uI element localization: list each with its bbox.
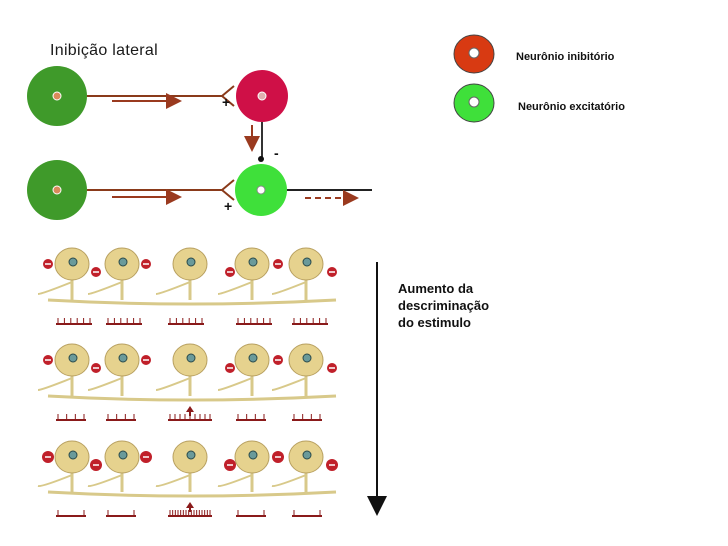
collateral xyxy=(37,474,73,488)
stimulus-discrimination-note: Aumento da descriminação do estimulo xyxy=(398,280,528,331)
plus-sign-bottom: + xyxy=(224,198,232,214)
cell-nucleus xyxy=(186,450,196,460)
network-row-2 xyxy=(37,343,337,421)
cell-nucleus xyxy=(248,450,258,460)
cell-nucleus xyxy=(302,450,312,460)
collateral xyxy=(217,474,253,488)
excitatory-neuron xyxy=(235,164,287,216)
stimulus-arrow xyxy=(186,502,194,508)
synapse-top xyxy=(221,85,235,107)
inhibitory-synapse xyxy=(258,156,264,162)
cell-nucleus xyxy=(68,257,78,267)
collateral xyxy=(87,474,123,488)
cell-nucleus xyxy=(302,257,312,267)
cell-nucleus xyxy=(68,450,78,460)
collateral xyxy=(155,474,191,488)
diagram-title: Inibição lateral xyxy=(50,42,158,59)
collateral xyxy=(271,281,307,295)
note-line-3: do estimulo xyxy=(398,315,471,330)
note-line-1: Aumento da xyxy=(398,281,474,296)
collateral xyxy=(217,377,253,391)
cell-nucleus xyxy=(118,450,128,460)
cell-nucleus xyxy=(248,257,258,267)
input-neuron-bottom xyxy=(27,160,87,220)
collateral xyxy=(87,377,123,391)
legend-inhibitory-swatch xyxy=(453,34,495,74)
collateral xyxy=(155,281,191,295)
collateral xyxy=(155,377,191,391)
cell-nucleus xyxy=(302,353,312,363)
row-fiber xyxy=(47,394,337,402)
collateral xyxy=(37,281,73,295)
collateral xyxy=(37,377,73,391)
legend-excitatory-label: Neurônio excitatório xyxy=(518,101,625,113)
cell-nucleus xyxy=(118,353,128,363)
stimulus-arrow xyxy=(186,406,194,412)
collateral xyxy=(271,377,307,391)
cell-nucleus xyxy=(186,257,196,267)
minus-sign: - xyxy=(274,145,279,161)
cell-nucleus xyxy=(248,353,258,363)
row-fiber xyxy=(47,490,337,498)
inhibitory-neuron xyxy=(236,70,288,122)
collateral xyxy=(87,281,123,295)
note-line-2: descriminação xyxy=(398,298,490,313)
cell-nucleus xyxy=(118,257,128,267)
network-row-1 xyxy=(37,247,337,325)
legend-inhibitory-label: Neurônio inibitório xyxy=(516,51,615,63)
neuron-network-rows xyxy=(37,247,338,517)
network-row-3 xyxy=(37,440,338,517)
collateral xyxy=(217,281,253,295)
plus-sign-top: + xyxy=(222,94,230,110)
cell-nucleus xyxy=(186,353,196,363)
legend-excitatory-swatch xyxy=(453,83,495,123)
cell-nucleus xyxy=(68,353,78,363)
input-neuron-top xyxy=(27,66,87,126)
row-fiber xyxy=(47,298,337,306)
synapse-bottom xyxy=(221,179,235,201)
collateral xyxy=(271,474,307,488)
